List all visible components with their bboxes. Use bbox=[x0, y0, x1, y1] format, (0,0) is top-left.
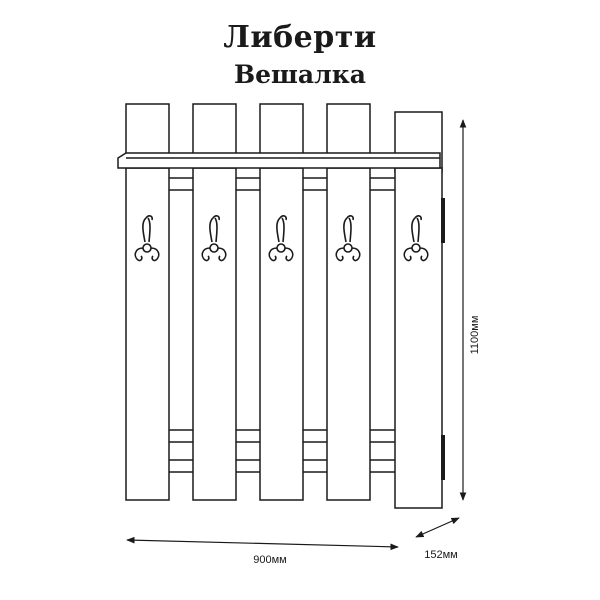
bracket-top bbox=[441, 198, 445, 243]
board-3 bbox=[259, 167, 304, 501]
coat-hook-icon bbox=[268, 215, 294, 262]
coat-hook-icon bbox=[403, 215, 429, 262]
dimension-width-line bbox=[126, 536, 399, 551]
side-brackets bbox=[441, 198, 445, 480]
board-4 bbox=[326, 167, 371, 501]
dimension-depth-label: 152мм bbox=[424, 549, 457, 561]
coat-hook-icon bbox=[134, 215, 160, 262]
board-2 bbox=[192, 167, 237, 501]
board-1 bbox=[125, 167, 170, 501]
hooks bbox=[134, 215, 429, 262]
dimension-width-label: 900мм bbox=[253, 554, 286, 566]
boards bbox=[125, 103, 443, 509]
product-subtitle: Вешалка bbox=[234, 60, 366, 89]
coat-hook-icon bbox=[201, 215, 227, 262]
board-5 bbox=[394, 167, 443, 509]
shelf bbox=[117, 152, 441, 169]
shelf-top-face bbox=[117, 152, 441, 169]
coat-hook-icon bbox=[335, 215, 361, 262]
bracket-bottom bbox=[441, 435, 445, 480]
product-title: Либерти bbox=[223, 20, 377, 55]
dimension-width bbox=[126, 536, 399, 551]
dimension-depth-line bbox=[415, 517, 460, 538]
dimension-height-label: 1100мм bbox=[469, 316, 481, 355]
dimension-depth bbox=[415, 517, 460, 538]
